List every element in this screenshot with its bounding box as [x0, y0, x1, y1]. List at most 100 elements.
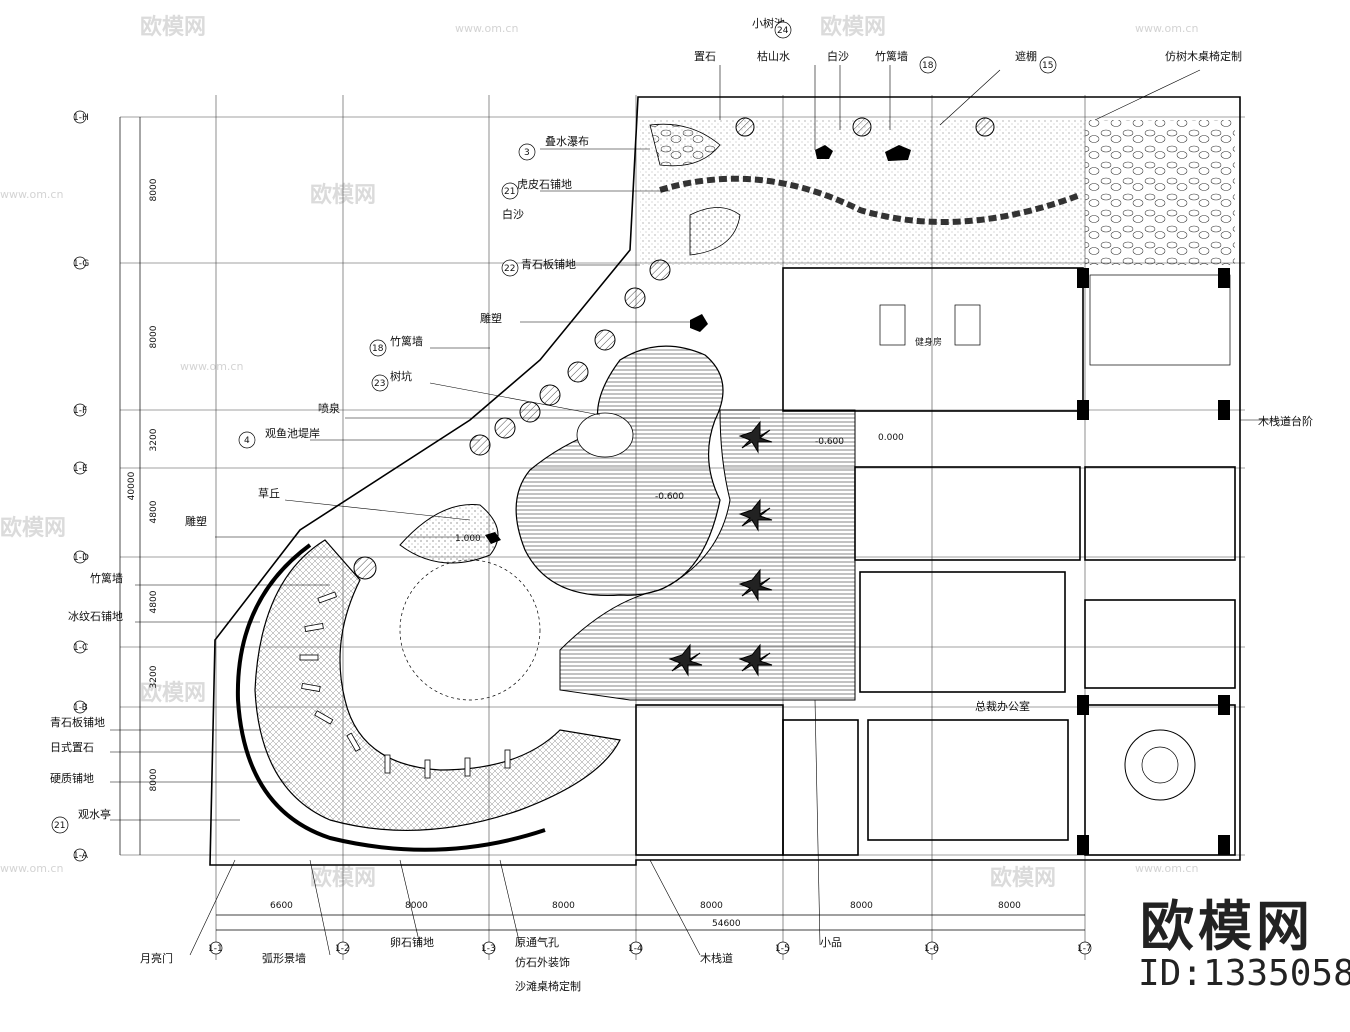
column: [1218, 268, 1230, 288]
label-zhu-li-qiang-2: 竹篱墙: [90, 571, 123, 585]
svg-text:8000: 8000: [552, 901, 575, 911]
label-zhu-li-qiang: 竹篱墙: [390, 334, 423, 348]
tree-icon: [852, 117, 872, 137]
label-mu-zhan-dao-tai-jie: 木栈道台阶: [1258, 414, 1313, 428]
column: [1077, 268, 1089, 288]
label-yue-liang-men: 月亮门: [140, 951, 173, 965]
bottom-room-2: [782, 719, 859, 856]
label-qing-shi-ban-2: 青石板铺地: [50, 715, 105, 729]
svg-text:3: 3: [524, 148, 530, 158]
level-mark: -0.600: [815, 437, 844, 447]
label-yuan-tong-qi-kong: 原通气孔: [515, 935, 559, 949]
label-ku-shan-shui: 枯山水: [757, 49, 790, 63]
svg-text:8000: 8000: [149, 325, 159, 348]
svg-text:8000: 8000: [998, 901, 1021, 911]
label-guan-yu-chi: 观鱼池堤岸: [265, 426, 320, 440]
svg-text:8000: 8000: [405, 901, 428, 911]
svg-text:1-B: 1-B: [73, 703, 88, 713]
rock-icon: [815, 145, 833, 159]
grass-mound: [399, 559, 541, 701]
svg-text:1-A: 1-A: [73, 851, 89, 861]
palm-trees: [668, 420, 773, 677]
cascade-rocks: [649, 123, 721, 167]
label-pen-quan: 喷泉: [318, 401, 340, 415]
table-tennis-table: [954, 304, 981, 346]
label-ri-shi-zhi-shi: 日式置石: [50, 741, 94, 754]
label-diao-su-1: 雕塑: [480, 311, 502, 325]
svg-text:1-1: 1-1: [208, 944, 223, 954]
svg-text:18: 18: [372, 344, 384, 354]
meeting-rooms: [854, 466, 1081, 561]
svg-text:1-G: 1-G: [73, 259, 89, 269]
label-ying-zhi-pu-di: 硬质铺地: [50, 772, 94, 785]
arc-wall: [235, 543, 546, 852]
svg-text:1-C: 1-C: [73, 643, 88, 653]
label-mu-zhan-dao: 木栈道: [700, 951, 733, 965]
svg-text:23: 23: [374, 379, 385, 389]
watermark-text: 欧模网: [820, 14, 886, 40]
room-label-gym: 健身房: [915, 336, 942, 348]
label-bai-sha-top: 白沙: [827, 49, 849, 63]
label-die-shui: 叠水瀑布: [545, 135, 589, 148]
svg-text:24: 24: [777, 26, 789, 36]
svg-text:15: 15: [1042, 61, 1053, 71]
svg-text:1-6: 1-6: [924, 944, 939, 954]
svg-text:22: 22: [504, 264, 515, 274]
left-dimensions: 8000 8000 3200 4800 4800 3200 8000 40000: [119, 117, 159, 855]
svg-text:1-F: 1-F: [73, 406, 87, 416]
watermark-url: www.om.cn: [1135, 862, 1198, 875]
label-shu-keng: 树坑: [390, 369, 412, 383]
svg-text:1-E: 1-E: [73, 464, 88, 474]
gym-room: [782, 267, 1084, 412]
watermark-url: www.om.cn: [1135, 22, 1198, 35]
tree-icon: [735, 117, 755, 137]
label-bing-wen-shi: 冰纹石铺地: [68, 609, 123, 623]
label-qing-shi-ban: 青石板铺地: [521, 257, 576, 271]
tree-icon: [975, 117, 995, 137]
sculpture-icon: [485, 532, 501, 544]
label-fang-shu-mu: 仿树木桌椅定制: [1165, 49, 1242, 63]
leader-lines: [110, 65, 1300, 956]
watermark-url: www.om.cn: [455, 22, 518, 35]
curved-paving: [254, 539, 621, 831]
label-zhe-peng: 遮棚: [1015, 49, 1037, 63]
svg-text:4: 4: [244, 436, 250, 446]
table-tennis-table: [879, 304, 906, 346]
watermark-text: 欧模网: [140, 14, 206, 40]
secretary-room: [1084, 599, 1236, 689]
watermark-text: 欧模网: [990, 865, 1056, 891]
label-xiao-pin: 小品: [820, 936, 842, 949]
watermark-text: 欧模网: [0, 515, 66, 541]
sculpture-lawn: [399, 504, 499, 564]
svg-text:1-2: 1-2: [335, 944, 350, 954]
business-center: [1084, 466, 1236, 561]
column: [1077, 835, 1089, 855]
rock-icon: [885, 145, 911, 161]
room-label-ceo-office: 总裁办公室: [975, 699, 1030, 713]
round-table: [1141, 746, 1179, 784]
svg-text:21: 21: [54, 821, 65, 831]
sand-pond: [689, 207, 741, 256]
reception-room: [1089, 274, 1231, 366]
wood-deck: [559, 409, 856, 701]
svg-text:8000: 8000: [700, 901, 723, 911]
svg-text:1-3: 1-3: [481, 944, 496, 954]
label-hu-pi-shi: 虎皮石铺地: [517, 178, 572, 191]
svg-text:4800: 4800: [149, 500, 159, 523]
svg-text:3200: 3200: [149, 428, 159, 451]
label-fang-shi: 仿石外装饰: [515, 955, 570, 969]
lounge-room: [859, 571, 1066, 693]
svg-text:6600: 6600: [270, 901, 293, 911]
pond-island: [576, 412, 634, 458]
svg-text:1-4: 1-4: [628, 944, 643, 954]
svg-text:54600: 54600: [712, 919, 741, 929]
watermark-text: 欧模网: [140, 680, 206, 706]
watermark-layer: 欧模网 欧模网 欧模网 欧模网 欧模网 欧模网 欧模网 www.om.cn ww…: [0, 14, 1198, 891]
label-luan-shi-pu-di: 卵石铺地: [390, 936, 434, 949]
label-cao-qiu: 草丘: [258, 487, 280, 500]
label-diao-su-2: 雕塑: [185, 514, 207, 528]
left-grid-bubbles: 1-H 1-G 1-F 1-E 1-D 1-C 1-B 1-A: [73, 110, 89, 862]
watermark-url: www.om.cn: [0, 862, 63, 875]
level-mark: 0.000: [878, 433, 904, 443]
